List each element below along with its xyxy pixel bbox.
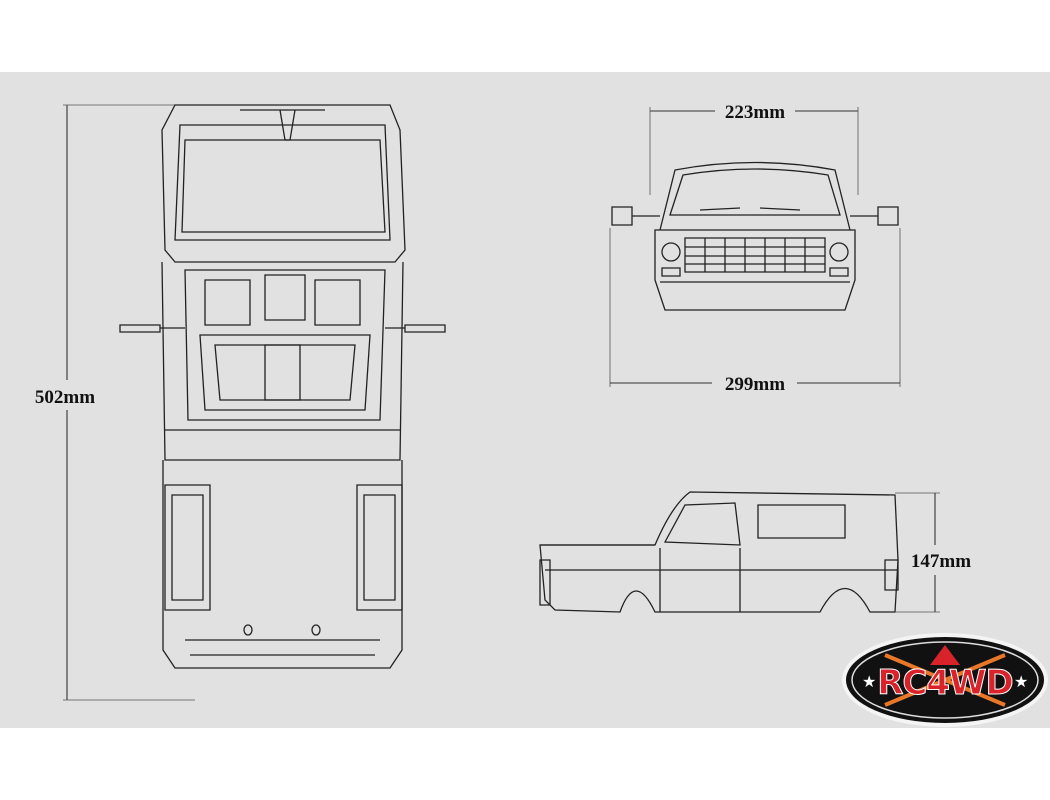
svg-text:★: ★ xyxy=(862,672,876,691)
length-label: 502mm xyxy=(35,387,95,408)
side-view xyxy=(539,491,899,613)
height-label: 147mm xyxy=(911,551,971,572)
svg-text:RC4WD: RC4WD xyxy=(877,663,1013,703)
svg-text:★: ★ xyxy=(1014,672,1028,691)
front-view xyxy=(611,161,899,311)
overall-width-dimension: 299mm xyxy=(609,228,901,395)
front-width-label: 223mm xyxy=(725,102,785,123)
height-dimension: 147mm xyxy=(895,492,976,613)
rc4wd-logo: RC4WD ★ ★ xyxy=(842,633,1048,727)
front-width-dimension: 223mm xyxy=(649,102,859,195)
length-dimension: 502mm xyxy=(22,104,195,701)
overall-width-label: 299mm xyxy=(725,374,785,395)
drawing-background xyxy=(0,72,1050,728)
top-view xyxy=(119,104,446,669)
